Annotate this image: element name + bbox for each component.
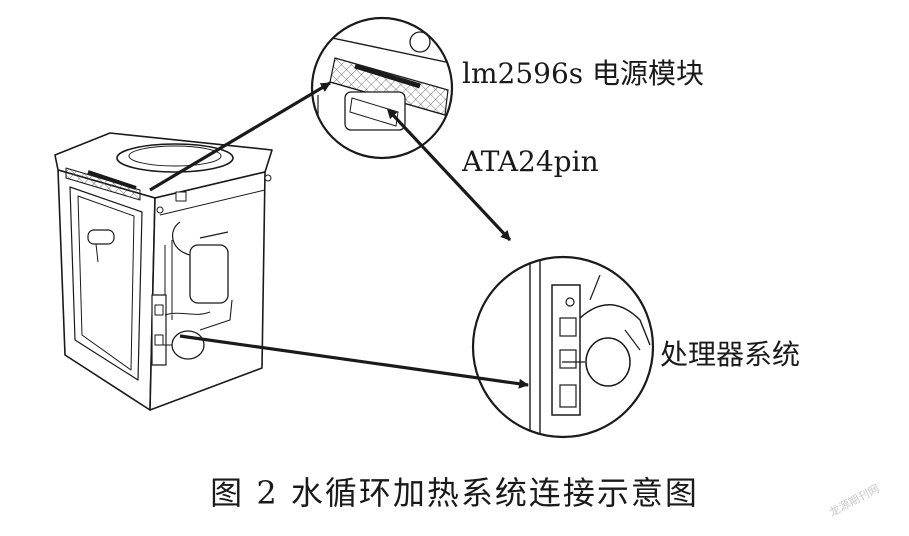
connector-label: ATA24pin	[462, 145, 599, 178]
psu-module-label: lm2596s 电源模块	[462, 57, 705, 90]
arrow-ata24pin	[386, 108, 512, 242]
arrow-psu	[149, 81, 331, 192]
arrow-processor	[179, 334, 529, 389]
figure-caption: 图 2 水循环加热系统连接示意图	[210, 474, 699, 512]
psu-zoom-circle	[310, 16, 454, 160]
water-dispenser-illustration	[54, 132, 273, 411]
processor-label: 处理器系统	[660, 338, 801, 371]
processor-zoom-circle	[471, 255, 655, 439]
